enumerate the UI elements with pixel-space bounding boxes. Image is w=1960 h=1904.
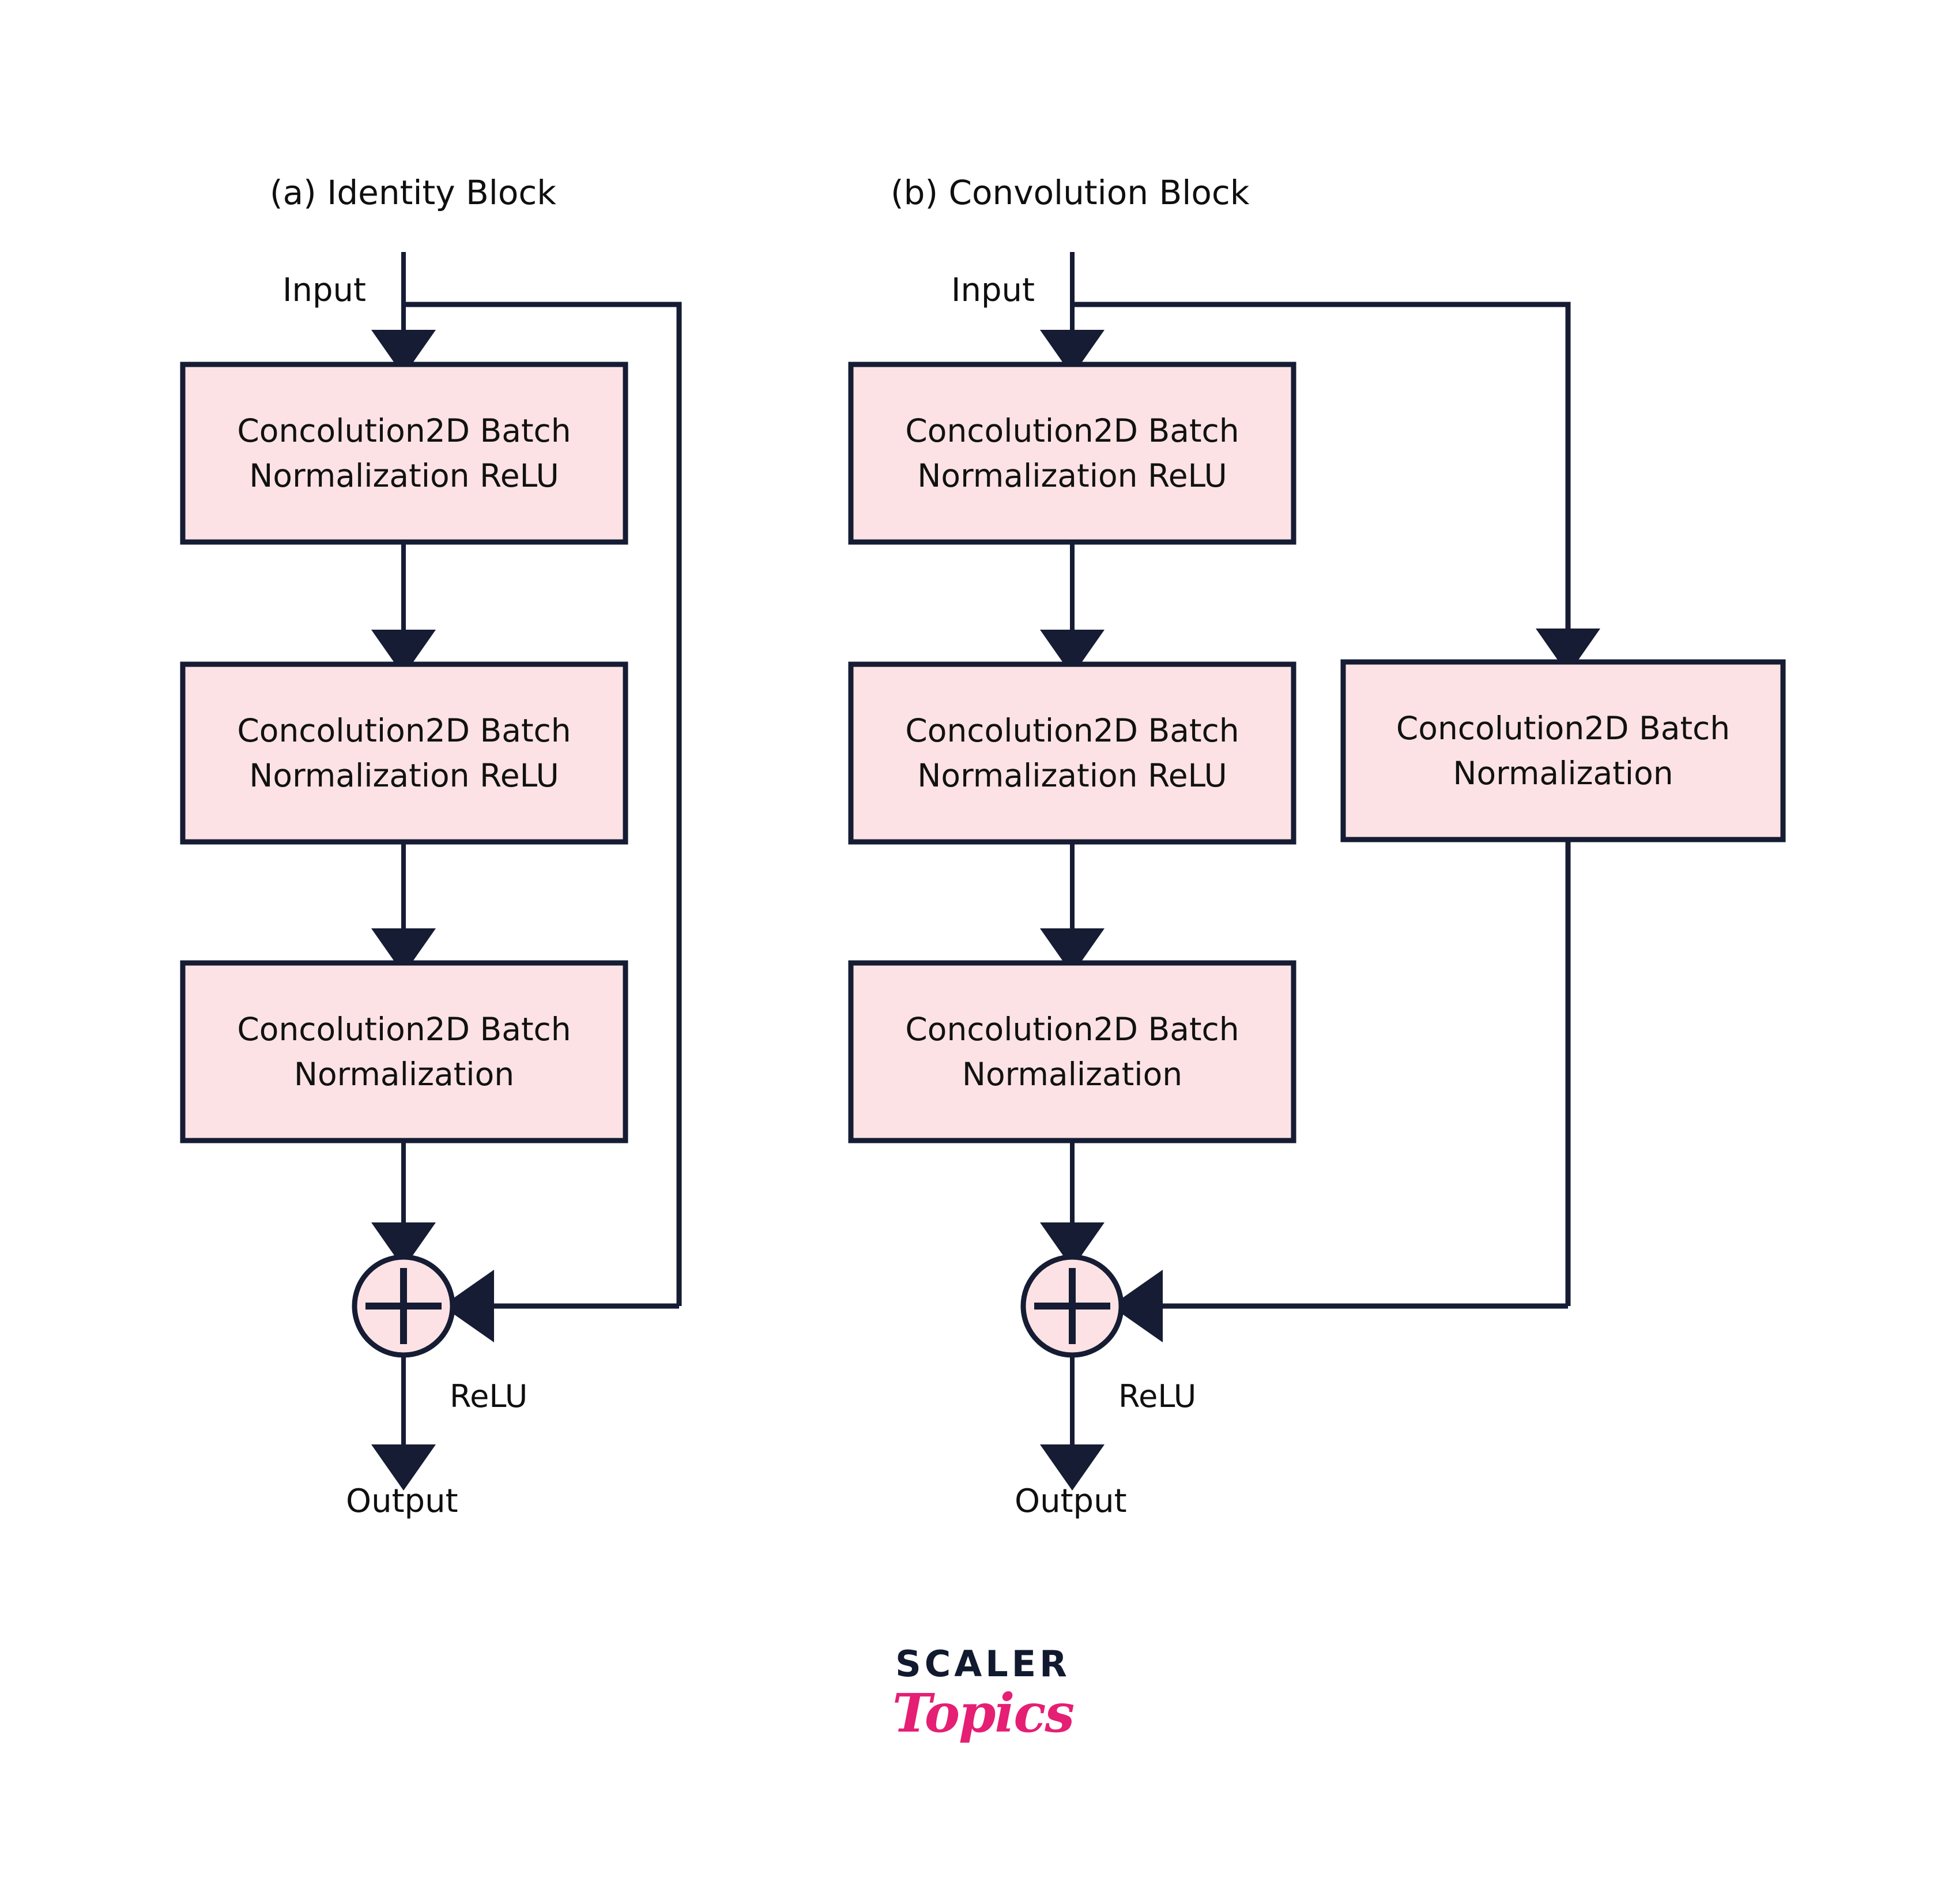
conv-relu-label: ReLU: [1118, 1378, 1197, 1414]
identity-block-group: [180, 252, 682, 1491]
panel-title-identity: (a) Identity Block: [270, 173, 556, 212]
conv-main-2-box: [848, 661, 1296, 845]
conv-shortcut-entry-path: [1072, 302, 1571, 643]
logo-scaler-text: SCALER: [895, 1643, 1071, 1685]
convolution-block-group: [848, 252, 1786, 1491]
identity-input-label: Input: [282, 272, 367, 309]
conv-main-3-box: [848, 960, 1296, 1143]
identity-relu-label: ReLU: [450, 1378, 528, 1414]
identity-skip-path: [404, 302, 682, 1306]
conv-input-label: Input: [951, 272, 1035, 309]
panel-title-convolution: (b) Convolution Block: [891, 173, 1250, 212]
identity-conv-3-box: [180, 960, 628, 1143]
conv-shortcut-box: [1340, 659, 1786, 842]
scaler-topics-logo: SCALER Topics: [868, 1646, 1098, 1796]
logo-topics-text: Topics: [892, 1682, 1075, 1744]
identity-conv-2-box: [180, 661, 628, 845]
conv-main-1-box: [848, 362, 1296, 545]
identity-conv-1-box: [180, 362, 628, 545]
identity-output-label: Output: [346, 1482, 458, 1520]
conv-output-label: Output: [1015, 1482, 1127, 1520]
